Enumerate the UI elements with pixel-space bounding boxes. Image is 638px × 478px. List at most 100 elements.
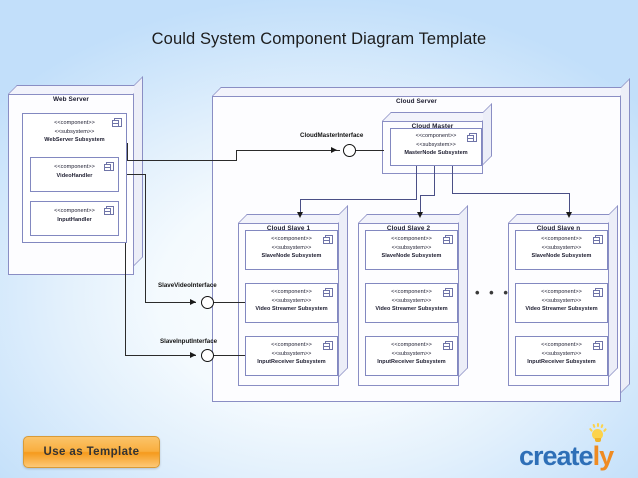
interface-label-slaveinput: SlaveInputInterface bbox=[160, 338, 218, 345]
stereotype-component: <<component>> bbox=[54, 208, 95, 214]
arrowhead-slave-input bbox=[190, 351, 196, 358]
interface-ball-slaveinput[interactable] bbox=[201, 349, 214, 362]
connector-videohandler-seg1 bbox=[119, 174, 146, 175]
stereotype-component: <<component>> bbox=[271, 236, 312, 242]
component-video-streamer-subsystem-1[interactable]: <<component>> <<subsystem>> Video Stream… bbox=[245, 283, 338, 323]
stereotype-component: <<component>> bbox=[415, 133, 457, 139]
stereotype-component: <<component>> bbox=[391, 289, 432, 295]
node-side-face bbox=[134, 76, 143, 266]
component-slavenode-subsystem-n[interactable]: <<component>> <<subsystem>> SlaveNode Su… bbox=[515, 230, 608, 270]
logo-text-ly: ly bbox=[592, 441, 615, 471]
node-top-face bbox=[382, 112, 492, 121]
node-side-face bbox=[459, 205, 468, 377]
connector-ball-to-videostreamer bbox=[214, 302, 245, 303]
lightbulb-icon bbox=[588, 423, 607, 445]
connector-master-to-slave1-seg2 bbox=[300, 199, 417, 200]
component-name: WebServer Subsystem bbox=[44, 137, 105, 144]
component-icon bbox=[323, 235, 333, 245]
stereotype-subsystem: <<subsystem>> bbox=[416, 141, 456, 148]
component-name: InputHandler bbox=[57, 216, 92, 223]
stereotype-component: <<component>> bbox=[54, 164, 95, 170]
node-side-face bbox=[621, 78, 630, 393]
stereotype-component: <<component>> bbox=[391, 342, 432, 348]
stereotype-subsystem: <<subsystem>> bbox=[541, 297, 582, 304]
component-icon bbox=[104, 206, 114, 216]
node-label-cloud-master: Cloud Master bbox=[411, 123, 454, 130]
stereotype-component: <<component>> bbox=[271, 289, 312, 295]
connector-master-to-slaven-seg2 bbox=[452, 193, 570, 194]
interface-label-cloudmaster: CloudMasterInterface bbox=[300, 132, 364, 139]
node-side-face bbox=[483, 103, 492, 165]
connector-webserver-to-master-seg3 bbox=[236, 150, 237, 161]
component-name: VideoHandler bbox=[56, 172, 93, 179]
component-icon bbox=[593, 235, 603, 245]
stereotype-subsystem: <<subsystem>> bbox=[271, 350, 312, 357]
stereotype-component: <<component>> bbox=[541, 236, 582, 242]
connector-inputhandler-seg2 bbox=[125, 222, 126, 356]
arrowhead-master-interface bbox=[331, 146, 337, 153]
stereotype-subsystem: <<subsystem>> bbox=[541, 350, 582, 357]
arrowhead-slave-video bbox=[190, 298, 196, 305]
component-name: Video Streamer Subsystem bbox=[525, 306, 598, 313]
use-as-template-button[interactable]: Use as Template bbox=[23, 436, 160, 468]
logo-wordmark: creately bbox=[519, 441, 615, 472]
component-inputreceiver-subsystem-1[interactable]: <<component>> <<subsystem>> InputReceive… bbox=[245, 336, 338, 376]
component-inputreceiver-subsystem-n[interactable]: <<component>> <<subsystem>> InputReceive… bbox=[515, 336, 608, 376]
component-input-handler[interactable]: <<component>> InputHandler bbox=[30, 201, 119, 236]
component-icon bbox=[593, 288, 603, 298]
connector-master-to-slaven-seg3 bbox=[569, 193, 570, 215]
stereotype-component: <<component>> bbox=[54, 120, 95, 126]
component-inputreceiver-subsystem-2[interactable]: <<component>> <<subsystem>> InputReceive… bbox=[365, 336, 458, 376]
stereotype-subsystem: <<subsystem>> bbox=[271, 244, 312, 251]
component-name: InputReceiver Subsystem bbox=[527, 359, 596, 366]
node-top-face bbox=[238, 214, 348, 223]
stereotype-component: <<component>> bbox=[391, 236, 432, 242]
component-icon bbox=[112, 118, 122, 128]
node-top-face bbox=[8, 85, 143, 94]
logo-text-create: create bbox=[519, 441, 594, 471]
connector-master-to-slave2-seg3 bbox=[420, 195, 421, 215]
node-label-cloud-slave-2: Cloud Slave 2 bbox=[386, 225, 431, 232]
component-name: SlaveNode Subsystem bbox=[381, 253, 442, 260]
component-name: SlaveNode Subsystem bbox=[531, 253, 592, 260]
component-name: InputReceiver Subsystem bbox=[377, 359, 446, 366]
component-video-handler[interactable]: <<component>> VideoHandler bbox=[30, 157, 119, 192]
node-top-face bbox=[508, 214, 618, 223]
interface-ball-cloudmaster[interactable] bbox=[343, 144, 356, 157]
page-title: Could System Component Diagram Template bbox=[151, 30, 487, 48]
node-label-cloud-slave-n: Cloud Slave n bbox=[536, 225, 581, 232]
stereotype-subsystem: <<subsystem>> bbox=[271, 297, 312, 304]
node-label-cloud-slave-1: Cloud Slave 1 bbox=[266, 225, 311, 232]
stereotype-subsystem: <<subsystem>> bbox=[391, 297, 432, 304]
component-icon bbox=[323, 341, 333, 351]
component-masternode-subsystem[interactable]: <<component>> <<subsystem>> MasterNode S… bbox=[390, 128, 482, 166]
node-label-web-server: Web Server bbox=[52, 96, 90, 103]
component-icon bbox=[443, 341, 453, 351]
node-label-cloud-server: Cloud Server bbox=[396, 98, 437, 105]
node-top-face bbox=[212, 87, 630, 96]
component-name: Video Streamer Subsystem bbox=[375, 306, 448, 313]
connector-ball-to-master bbox=[356, 150, 384, 151]
connector-master-to-slave1-seg3 bbox=[300, 199, 301, 215]
connector-videohandler-seg2 bbox=[145, 174, 146, 303]
interface-ball-slavevideo[interactable] bbox=[201, 296, 214, 309]
creately-logo[interactable]: creately bbox=[519, 423, 631, 474]
node-side-face bbox=[339, 205, 348, 377]
connector-ball-to-inputreceiver bbox=[214, 355, 245, 356]
connector-webserver-to-master-seg2 bbox=[127, 160, 237, 161]
arrowhead-slave1 bbox=[296, 212, 303, 218]
connector-master-to-slaven-seg1 bbox=[452, 166, 453, 194]
node-top-face bbox=[358, 214, 468, 223]
stereotype-subsystem: <<subsystem>> bbox=[541, 244, 582, 251]
component-icon bbox=[443, 235, 453, 245]
component-icon bbox=[593, 341, 603, 351]
component-name: SlaveNode Subsystem bbox=[261, 253, 322, 260]
connector-webserver-to-master-seg4 bbox=[236, 150, 340, 151]
stereotype-component: <<component>> bbox=[541, 289, 582, 295]
component-slavenode-subsystem-1[interactable]: <<component>> <<subsystem>> SlaveNode Su… bbox=[245, 230, 338, 270]
connector-master-to-slave2-seg2 bbox=[420, 195, 435, 196]
component-video-streamer-subsystem-2[interactable]: <<component>> <<subsystem>> Video Stream… bbox=[365, 283, 458, 323]
component-slavenode-subsystem-2[interactable]: <<component>> <<subsystem>> SlaveNode Su… bbox=[365, 230, 458, 270]
component-video-streamer-subsystem-n[interactable]: <<component>> <<subsystem>> Video Stream… bbox=[515, 283, 608, 323]
